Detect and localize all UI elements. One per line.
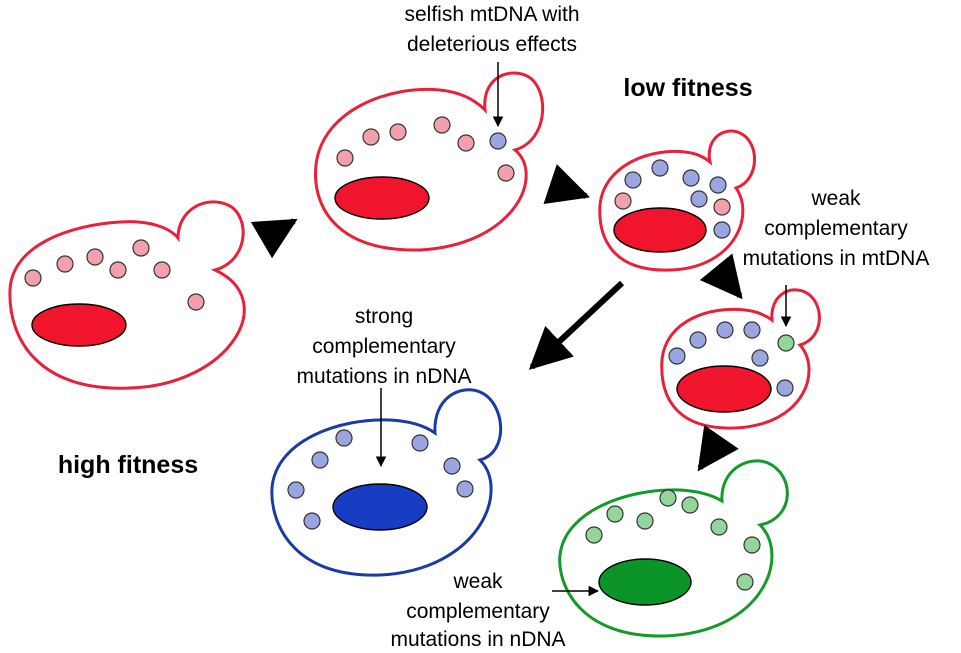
process-arrows [250, 164, 743, 472]
arrow-low-to-weak-mtdna [699, 253, 743, 300]
pointer-arrows [375, 62, 792, 597]
label-strong-line2: complementary [312, 335, 456, 358]
mtdna-dot-compensated [659, 489, 677, 507]
mtdna-dot-selfish [651, 159, 669, 177]
label-weak-n-line2: complementary [406, 600, 550, 623]
label-weak-mt-line2: complementary [764, 217, 908, 240]
mtdna-dot-compensated [736, 573, 754, 591]
label-weak-n-line1: weak [452, 570, 503, 593]
label-high-fitness: high fitness [58, 451, 198, 479]
cell-selfish [313, 71, 545, 252]
mtdna-dot [713, 198, 731, 216]
mtdna-dot [187, 293, 205, 311]
cell-low-fitness [598, 129, 756, 272]
mtdna-dot [497, 164, 515, 182]
label-weak-n-line3: mutations in nDNA [390, 628, 565, 651]
mtdna-dot-selfish [690, 190, 708, 208]
mtdna-dot-selfish [443, 457, 461, 475]
label-low-fitness: low fitness [623, 74, 752, 102]
mtdna-dot-selfish [716, 321, 734, 339]
mtdna-dot-compensated [585, 526, 603, 544]
cell-initial [8, 200, 246, 390]
cell-weak-ndna-nucleus [598, 558, 692, 606]
label-weak-mt-line1: weak [810, 187, 861, 210]
mtdna-dot [132, 239, 150, 257]
mtdna-dot [336, 149, 354, 167]
mtdna-dot-selfish [489, 132, 507, 150]
arrow-weak-mtdna-to-weak-ndna [697, 424, 739, 472]
arrow-initial-to-selfish [250, 218, 298, 259]
mtdna-dot-selfish [709, 176, 727, 194]
mtdna-dot [24, 269, 42, 287]
mtdna-dot-selfish [335, 429, 353, 447]
cell-strong-ndna-body [270, 388, 503, 577]
mtdna-dot-selfish [668, 347, 686, 365]
cell-initial-body [8, 200, 246, 390]
mtdna-dot-compensated [743, 536, 761, 554]
mtdna-dot [86, 248, 104, 266]
cell-initial-nucleus [31, 303, 127, 347]
labels: selfish mtDNA with deleterious effects l… [58, 3, 930, 651]
mtdna-dot [433, 116, 451, 134]
cell-low-fitness-nucleus [613, 207, 707, 253]
mtdna-dot-selfish [776, 379, 794, 397]
cell-weak-ndna [558, 459, 789, 638]
cell-weak-mtdna-nucleus [676, 365, 772, 413]
mtdna-dot [457, 134, 475, 152]
arrow-selfish-to-low [543, 164, 590, 204]
mtdna-dot-selfish [743, 321, 761, 339]
cell-strong-ndna-nucleus [332, 483, 428, 531]
cell-selfish-nucleus [334, 176, 430, 220]
mtdna-dot-selfish [689, 331, 707, 349]
mtdna-dot-selfish [303, 512, 321, 530]
arrow-low-to-strong [528, 280, 625, 370]
mtdna-dot [56, 255, 74, 273]
mtdna-dot-selfish [287, 481, 305, 499]
label-strong-line1: strong [355, 305, 413, 328]
label-selfish-line2: deleterious effects [407, 33, 577, 56]
mtdna-dot-selfish [624, 171, 642, 189]
mtdna-dot-compensated [710, 518, 728, 536]
mtdna-dot-selfish [411, 434, 429, 452]
mtdna-dot [362, 128, 380, 146]
mtdna-dot-selfish [311, 451, 329, 469]
mtdna-dot [153, 261, 171, 279]
mtdna-dot-compensated [777, 334, 795, 352]
cell-strong-ndna [270, 388, 503, 577]
label-weak-mt-line3: mutations in mtDNA [743, 247, 930, 270]
mtdna-dot [109, 261, 127, 279]
label-selfish-line1: selfish mtDNA with [404, 3, 579, 26]
mtdna-dot-selfish [751, 349, 769, 367]
mtdna-dot [389, 123, 407, 141]
mtdna-dot-compensated [636, 512, 654, 530]
mtdna-dot-selfish [713, 221, 731, 239]
mtdna-dot-selfish [682, 169, 700, 187]
label-strong-line3: mutations in nDNA [296, 365, 471, 388]
mtdna-dot [614, 192, 632, 210]
mtdna-dot-compensated [606, 505, 624, 523]
mtdna-dot-compensated [681, 496, 699, 514]
mtdna-dot-selfish [456, 480, 474, 498]
cell-weak-mtdna [660, 288, 821, 430]
